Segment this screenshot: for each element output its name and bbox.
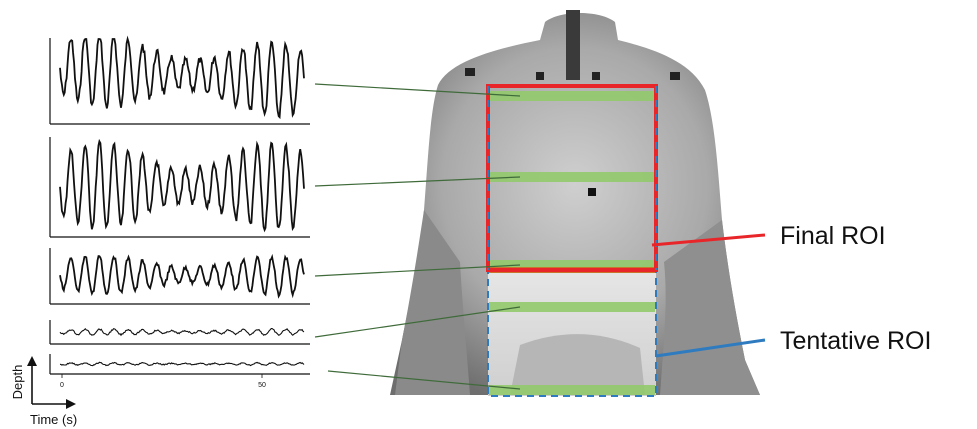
final-roi-label: Final ROI <box>780 222 886 250</box>
panel-5-signal <box>60 362 304 365</box>
tick-label-end: 50 <box>258 382 266 389</box>
panel-4-signal <box>60 329 304 336</box>
marker-5 <box>588 188 596 196</box>
panel-2-signal <box>60 141 304 230</box>
marker-3 <box>592 72 600 80</box>
tick-label-start: 0 <box>60 382 64 389</box>
signal-panels <box>50 38 310 378</box>
band-4 <box>489 302 655 312</box>
axis-y-arrowhead <box>27 356 37 366</box>
panel-3-signal <box>60 256 304 296</box>
band-5 <box>489 385 655 395</box>
axis-legend: Depth Time (s) 0 50 <box>10 356 266 427</box>
depth-image <box>390 10 760 396</box>
neck-cable <box>566 10 580 80</box>
axis-x-arrowhead <box>66 399 76 409</box>
marker-4 <box>670 72 680 80</box>
axis-x-label: Time (s) <box>30 412 77 427</box>
marker-2 <box>536 72 544 80</box>
marker-1 <box>465 68 475 76</box>
panel-1-signal <box>60 39 304 117</box>
axis-y-label: Depth <box>10 365 25 400</box>
tentative-roi-label: Tentative ROI <box>780 327 931 355</box>
